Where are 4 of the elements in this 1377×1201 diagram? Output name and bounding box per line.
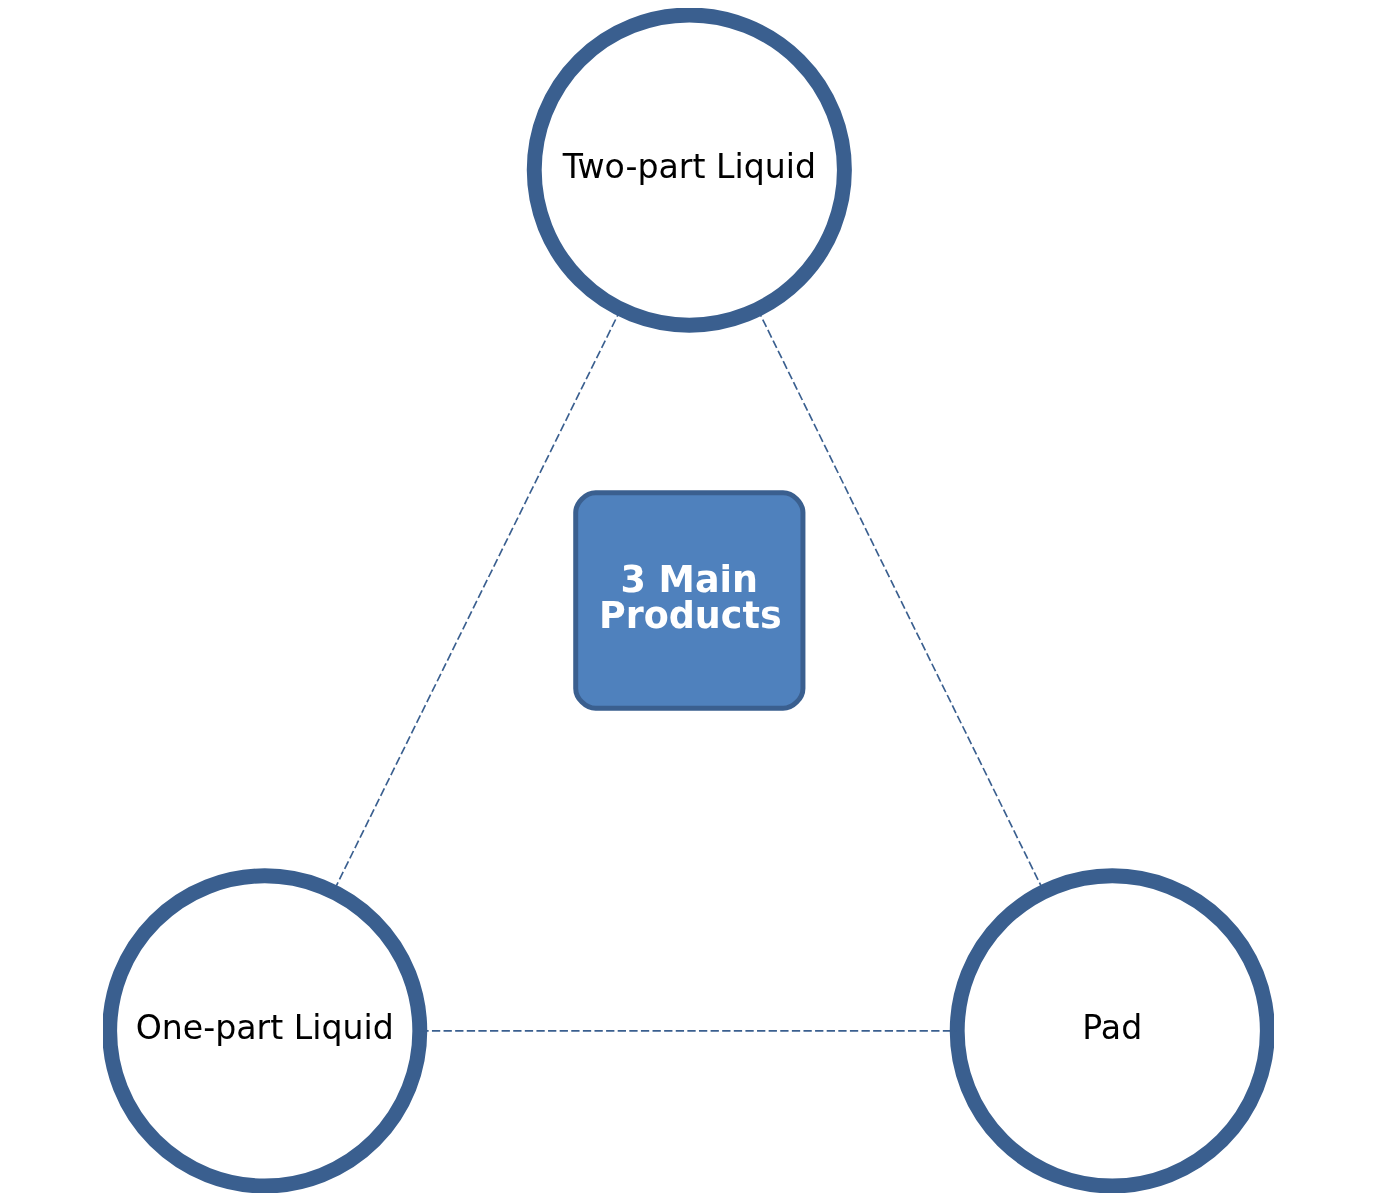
node-circle: One-part Liquid [103,868,428,1193]
node-circle: Pad [949,868,1274,1193]
node-circle: Two-part Liquid [526,8,852,333]
node-box: 3 Main Products [573,490,806,711]
